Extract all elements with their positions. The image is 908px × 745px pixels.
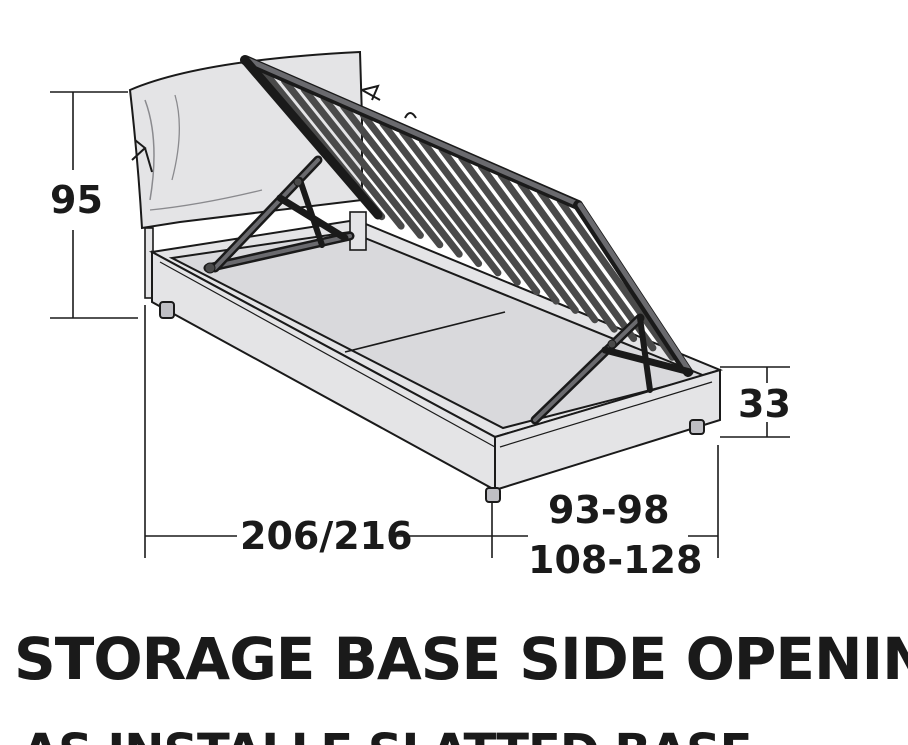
length-label: 206/216 — [240, 514, 413, 558]
storage-bed-diagram: 95 33 206/216 93-98 108-128 — [50, 50, 791, 582]
width-label-top: 93-98 — [548, 488, 670, 532]
diagram-title: STORAGE BASE SIDE OPENIN — [14, 630, 908, 688]
slat — [477, 163, 599, 324]
height-label: 95 — [50, 178, 103, 222]
slat — [556, 197, 676, 361]
slat — [281, 77, 405, 230]
dimension-lines — [50, 91, 790, 558]
slat — [300, 85, 424, 239]
base-height-label: 33 — [738, 382, 791, 426]
slat — [418, 137, 541, 296]
slat — [438, 145, 560, 305]
slat — [359, 111, 483, 268]
slat — [379, 120, 502, 277]
width-label-bottom: 108-128 — [528, 538, 702, 582]
lift-mechanism — [203, 155, 694, 425]
slat — [517, 180, 638, 343]
slat — [340, 103, 463, 258]
slat — [320, 94, 444, 249]
slat — [399, 128, 521, 286]
diagram-subtitle: AS INSTALLE SLATTED BASE — [22, 728, 902, 745]
slatted-frame — [240, 55, 693, 377]
slat — [458, 154, 579, 314]
slat — [497, 171, 618, 333]
